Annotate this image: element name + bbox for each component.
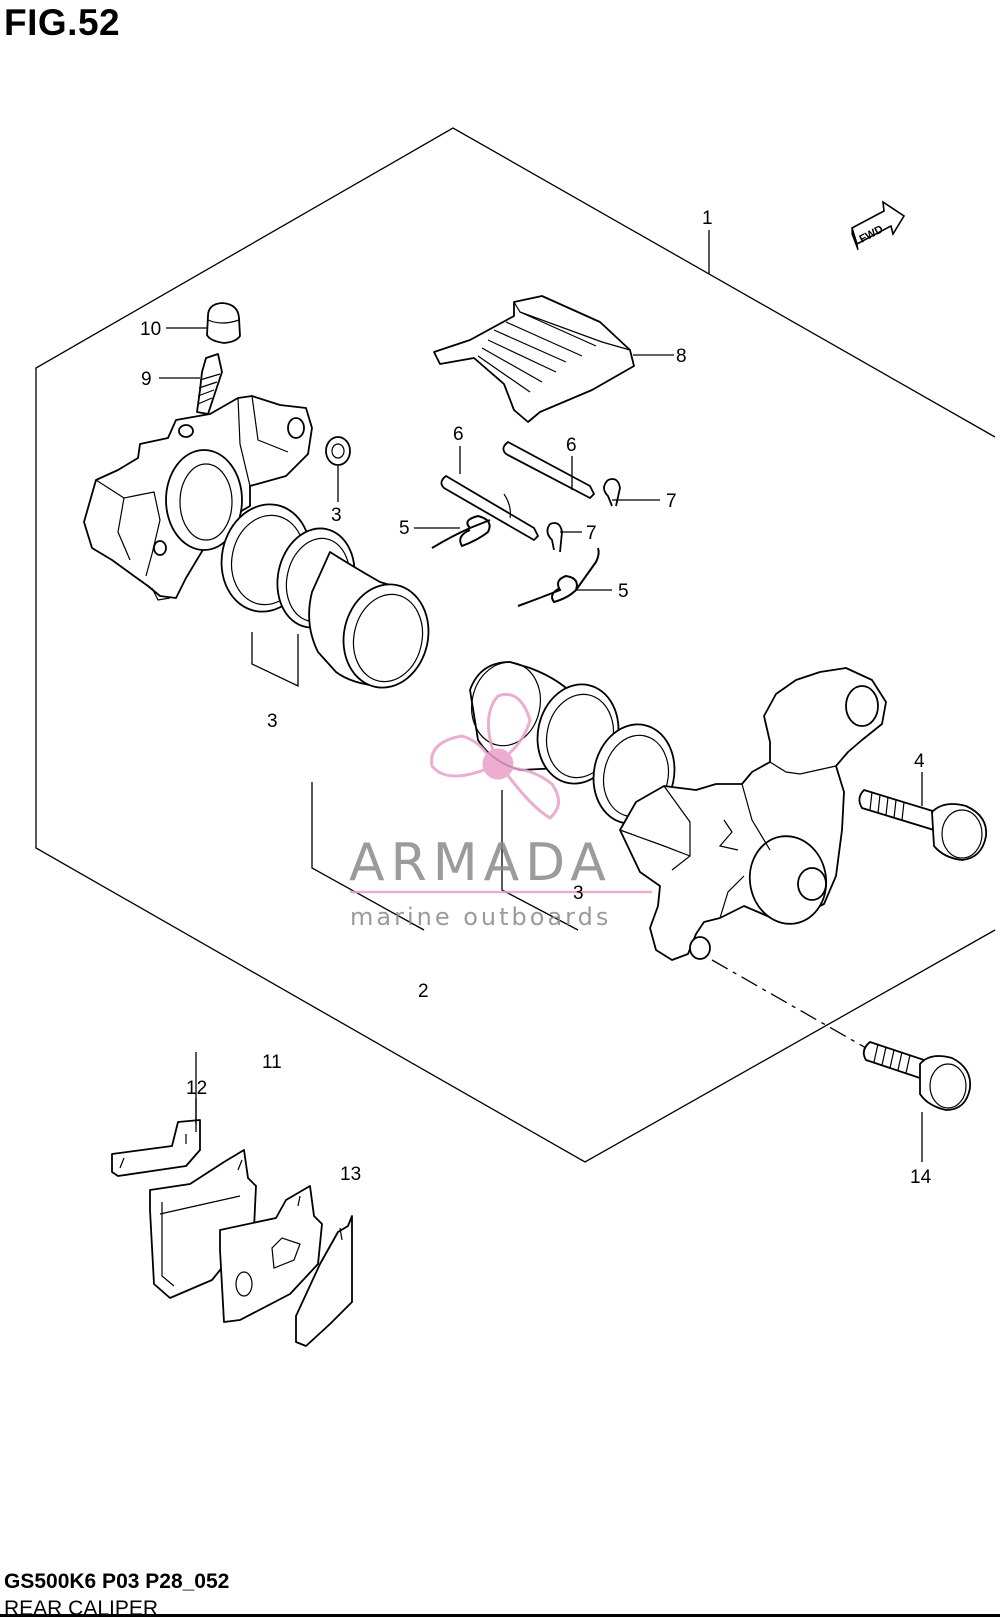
brake-pad-rear	[219, 1185, 323, 1323]
callout-1: 1	[702, 208, 713, 229]
pad-shim-rear	[295, 1215, 353, 1347]
watermark-brand: ARMADA	[349, 833, 612, 893]
callout-9: 9	[141, 369, 152, 390]
callout-12: 12	[186, 1078, 207, 1099]
figure-code: GS500K6 P03 P28_052	[4, 1570, 230, 1593]
callout-7-center: 7	[586, 523, 597, 544]
callout-8: 8	[676, 346, 687, 367]
watermark: ARMADA marine outboards	[349, 693, 652, 931]
callout-6-right: 6	[566, 435, 577, 456]
pin-link-line	[503, 493, 511, 519]
figure-title: FIG.52	[4, 2, 121, 43]
figure-subtitle: REAR CALIPER	[4, 1597, 159, 1620]
propeller-logo-icon	[430, 693, 560, 820]
fwd-arrow-icon: FWD	[851, 200, 906, 251]
piston-left	[308, 551, 430, 689]
callout-4: 4	[914, 751, 925, 772]
callout-11: 11	[262, 1052, 282, 1073]
pad-spring	[433, 295, 635, 423]
watermark-tagline: marine outboards	[350, 903, 611, 931]
washer-3	[325, 436, 351, 466]
callout-3-left: 3	[267, 711, 278, 732]
assembly-boundary	[35, 127, 996, 1163]
pad-pin-upper	[502, 441, 595, 499]
brake-pad-front	[149, 1149, 257, 1299]
callout-5-upper: 5	[399, 518, 410, 539]
bracket-2	[311, 782, 425, 931]
bracket-3-right	[501, 790, 579, 931]
bleeder-screw	[196, 353, 223, 415]
bottom-divider	[0, 1614, 1000, 1617]
pad-shim	[111, 1119, 201, 1177]
callout-10: 10	[140, 319, 161, 340]
callout-7-right: 7	[666, 491, 677, 512]
caliper-bolt-lower	[862, 1041, 972, 1111]
callout-3-washer: 3	[331, 505, 342, 526]
pin-clip-center	[546, 522, 563, 553]
bleeder-cap	[206, 302, 241, 344]
callout-5-lower: 5	[618, 581, 629, 602]
pad-spring-clip-lower	[517, 547, 600, 607]
caliper-bolt-upper	[858, 789, 988, 861]
caliper-body-left	[83, 395, 313, 601]
bolt-centerline	[711, 959, 867, 1049]
pad-pin-lower	[440, 475, 539, 541]
callout-14: 14	[910, 1167, 932, 1188]
callout-13: 13	[340, 1164, 361, 1185]
caliper-body-right	[619, 667, 887, 961]
callout-3-right: 3	[573, 883, 584, 904]
pin-clip-right	[603, 478, 621, 507]
pad-spring-clip-upper	[431, 514, 491, 549]
callout-2: 2	[418, 981, 429, 1002]
bracket-3-left	[251, 632, 299, 688]
callout-6-left: 6	[453, 424, 464, 445]
